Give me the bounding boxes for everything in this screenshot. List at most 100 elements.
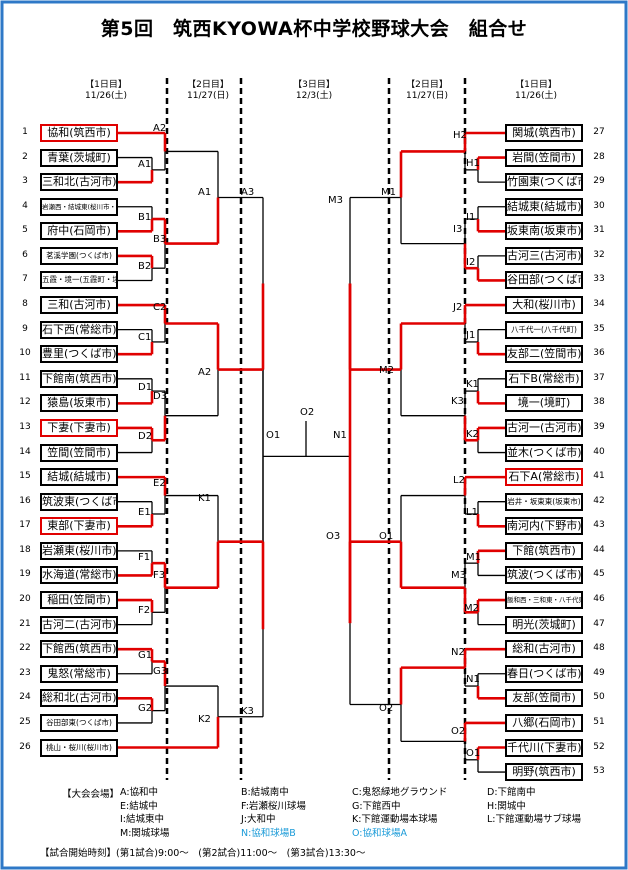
match-label-m3r: M3 (451, 570, 466, 582)
winner-lines (118, 131, 505, 760)
match-label-m2r: M2 (379, 364, 394, 376)
header-left-day2-date: 11/27(日) (187, 91, 229, 101)
seed-number: 52 (593, 741, 605, 752)
team-box: 石下西(常総市) (40, 320, 118, 339)
team-box: 下妻(下妻市) (40, 418, 118, 437)
team-box: 下館(筑西市) (505, 541, 583, 560)
seed-number: 50 (593, 692, 605, 703)
team-box: 府中(石岡市) (40, 222, 118, 241)
match-label-l1: L1 (466, 506, 478, 518)
seed-number: 26 (19, 741, 31, 752)
team-box: 結城東(結城市) (505, 197, 583, 216)
team-box: 桃山・桜川(桜川市) (40, 738, 118, 757)
team-box: 八郷(石岡市) (505, 713, 583, 732)
match-label-l2: L2 (453, 475, 465, 487)
team-box: 総和(古河市) (505, 640, 583, 659)
team-box: 古河一(古河市) (505, 418, 583, 437)
match-label-n2: N2 (451, 647, 465, 659)
team-box: 春日(つくば市) (505, 664, 583, 683)
seed-number: 47 (593, 618, 605, 629)
seed-number: 7 (22, 274, 28, 285)
seed-number: 18 (19, 544, 31, 555)
seed-number: 40 (593, 446, 605, 457)
seed-number: 46 (593, 594, 605, 605)
seed-number: 5 (22, 225, 28, 236)
seed-number: 31 (593, 225, 605, 236)
seed-number: 1 (22, 127, 28, 137)
team-box: 谷田部(つくば市) (505, 271, 583, 290)
seed-number: 29 (593, 176, 605, 187)
venue-m: M:関城球場 (120, 827, 170, 839)
match-label-f1: F1 (138, 551, 151, 563)
seed-number: 30 (593, 200, 605, 211)
header-right-day1-date: 11/26(土) (515, 91, 557, 101)
match-label-i3: I3 (453, 224, 463, 236)
team-box: 総和北(古河市) (40, 689, 118, 708)
team-box: 岩間(笠間市) (505, 148, 583, 167)
seed-number: 33 (593, 274, 605, 285)
seed-number: 27 (593, 127, 605, 137)
seed-number: 42 (593, 495, 605, 506)
team-box: 南河内(下野市) (505, 517, 583, 536)
match-label-o1r: O1 (379, 530, 394, 542)
seed-number: 48 (593, 643, 605, 654)
match-label-k2: K2 (198, 713, 211, 725)
match-label-o3: O3 (326, 530, 341, 542)
match-label-i1: I1 (466, 211, 476, 223)
match-label-g1: G1 (138, 650, 153, 662)
venue-f: F:岩瀬桜川球場 (241, 800, 306, 812)
team-box: 稲田(笠間市) (40, 591, 118, 610)
team-box: 東部(下妻市) (40, 517, 118, 536)
venues-col3: C:鬼怒緑地グラウンド G:下館西中 K:下館運動場本球場 O:協和球場A (352, 786, 447, 840)
seed-number: 6 (22, 249, 28, 260)
seed-number: 19 (19, 569, 31, 580)
match-label-m3: M3 (328, 194, 343, 206)
match-label-f3: F3 (153, 570, 166, 582)
header-right-day2-date: 11/27(日) (406, 91, 448, 101)
team-box: 筑波(つくば市) (505, 566, 583, 585)
seed-number: 15 (19, 471, 31, 482)
header-left-day2-label: 【2日目】 (187, 80, 229, 90)
team-box: 猿島(坂東市) (40, 394, 118, 413)
team-box: 岩井・坂東東(坂東市) (505, 492, 583, 511)
seed-number: 3 (22, 176, 28, 187)
team-box: 友部二(笠間市) (505, 345, 583, 364)
venue-k: K:下館運動場本球場 (352, 814, 438, 825)
seed-number: 51 (593, 716, 605, 727)
seed-number: 4 (22, 200, 28, 211)
seed-number: 20 (19, 594, 31, 605)
match-label-b2: B2 (138, 260, 152, 272)
team-box: 大和(桜川市) (505, 296, 583, 315)
team-box: 古河二(古河市) (40, 615, 118, 634)
day-separators (165, 78, 467, 780)
match-label-a3: A3 (241, 186, 255, 198)
team-box: 鬼怒(常総市) (40, 664, 118, 683)
team-box: 飯和西・三和東・八千代東(古河市・八千代町) (505, 591, 583, 610)
match-label-f2: F2 (138, 605, 151, 617)
match-label-a1: A1 (138, 158, 152, 170)
header-right-day1: 【1日目】 11/26(土) (496, 80, 576, 102)
seed-number: 23 (19, 667, 31, 678)
header-left-day1: 【1日目】 11/26(土) (66, 80, 146, 102)
seed-number: 12 (19, 397, 31, 408)
team-box: 明野(筑西市) (505, 763, 583, 782)
seed-number: 17 (19, 520, 31, 531)
header-day3-date: 12/3(土) (295, 91, 333, 101)
match-label-a2b: A2 (198, 366, 212, 378)
team-box: 岩瀬東(桜川市) (40, 541, 118, 560)
seed-number: 9 (22, 323, 28, 334)
team-box: 五霞・境一(五霞町・境町) (40, 271, 118, 290)
venue-j: J:大和中 (241, 814, 276, 825)
match-label-j1: J1 (466, 329, 476, 341)
seed-number: 16 (19, 495, 31, 506)
seed-number: 21 (19, 618, 31, 629)
team-box: 千代川(下妻市) (505, 738, 583, 757)
seed-number: 11 (19, 372, 31, 383)
header-day3: 【3日目】 12/3(土) (274, 80, 354, 102)
venue-c: C:鬼怒緑地グラウンド (352, 787, 448, 798)
header-right-day1-label: 【1日目】 (515, 80, 557, 90)
team-box: 石下B(常総市) (505, 369, 583, 388)
match-label-n1r: N1 (466, 673, 480, 685)
seed-number: 34 (593, 299, 605, 310)
match-label-d2: D2 (138, 430, 153, 442)
